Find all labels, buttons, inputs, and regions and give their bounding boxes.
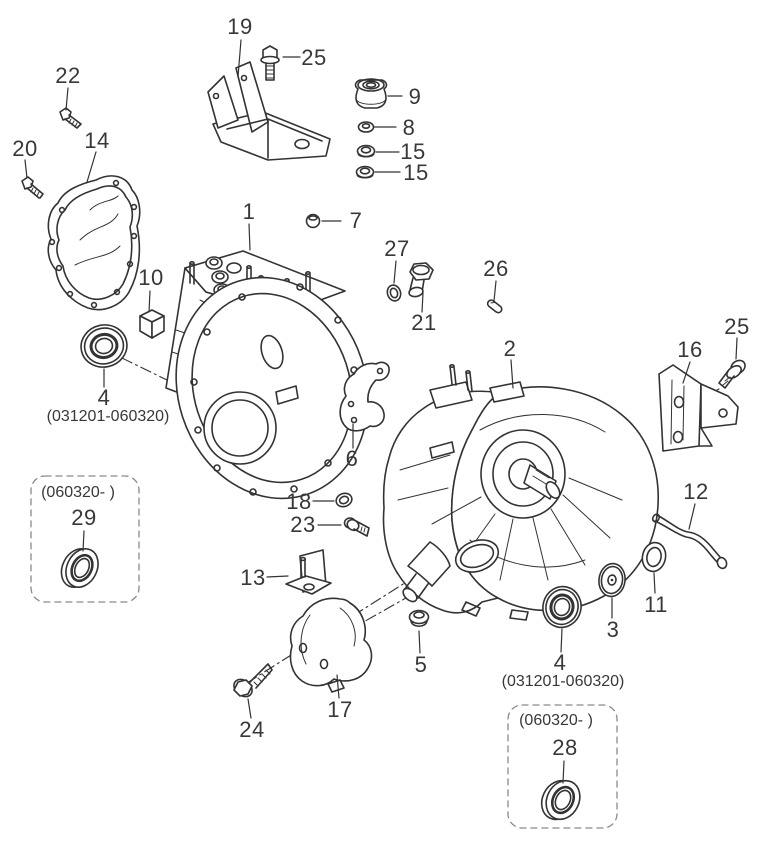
- callout-21[interactable]: 21: [411, 310, 437, 335]
- callout-27[interactable]: 27: [384, 236, 410, 261]
- leader-lines: [24, 39, 738, 784]
- part-15-washer-upper: [356, 144, 376, 158]
- callout-8[interactable]: 8: [402, 115, 416, 140]
- callout-10[interactable]: 10: [138, 265, 164, 290]
- callout-22[interactable]: 22: [55, 63, 81, 88]
- callout-11[interactable]: 11: [644, 592, 668, 617]
- part-17-under-cover: [289, 597, 373, 693]
- part-14-transmission-cover: [47, 175, 141, 311]
- bell-fan-lines: [431, 477, 623, 581]
- callout-24[interactable]: 24: [239, 717, 265, 742]
- part-3-thrust-washer: [598, 562, 626, 598]
- part-16-mount-bracket: [658, 364, 739, 452]
- part-29-oil-seal: [60, 548, 99, 588]
- part-15-washer-lower: [355, 165, 375, 179]
- callout-9[interactable]: 9: [408, 84, 422, 109]
- part-23-bolt: [343, 517, 370, 537]
- callout-3[interactable]: 3: [606, 617, 620, 642]
- callout-12[interactable]: 12: [683, 479, 709, 504]
- date-range-left: (031201-060320): [46, 408, 170, 425]
- callout-25-top[interactable]: 25: [301, 45, 327, 70]
- part-6-bracket: [339, 361, 390, 432]
- part-28-oil-seal: [540, 779, 581, 821]
- part-7-plug: [305, 213, 321, 229]
- date-range-right: (031201-060320): [501, 673, 625, 690]
- part-5-plug: [408, 609, 430, 628]
- part-26-pin: [486, 299, 503, 314]
- part-12-oil-pipe: [651, 513, 728, 570]
- part-25-bolt-top: [260, 45, 280, 81]
- callout-7[interactable]: 7: [349, 208, 363, 233]
- callout-20[interactable]: 20: [12, 136, 38, 161]
- inset-bottom-range: (060320- ): [519, 712, 593, 729]
- callout-6[interactable]: 6: [345, 446, 359, 471]
- callout-25-right[interactable]: 25: [724, 314, 750, 339]
- callout-15-lower[interactable]: 15: [403, 160, 429, 185]
- part-20-bolt: [21, 176, 44, 199]
- part-4-oil-seal-left: [80, 324, 128, 368]
- part-2-clutch-housing: [382, 363, 659, 621]
- part-13-bracket: [285, 549, 332, 595]
- part-25-bolt-right: [718, 359, 746, 389]
- callout-15-upper[interactable]: 15: [400, 139, 426, 164]
- callout-19[interactable]: 19: [227, 14, 253, 39]
- callout-14[interactable]: 14: [84, 128, 110, 153]
- callout-1[interactable]: 1: [242, 199, 256, 224]
- part-18-o-ring: [335, 492, 353, 508]
- part-27-gasket-ring: [386, 284, 402, 302]
- callout-17[interactable]: 17: [327, 697, 353, 722]
- part-8-nut: [357, 121, 375, 133]
- part-4-oil-seal-right: [542, 585, 582, 629]
- part-19-engine-mount-bracket: [207, 61, 331, 161]
- part-11-ring: [641, 541, 667, 573]
- part-22-bolt: [59, 107, 82, 129]
- callout-2[interactable]: 2: [503, 336, 517, 361]
- inset-left-range: (060320- ): [41, 484, 115, 501]
- callout-26[interactable]: 26: [483, 256, 509, 281]
- part-21-drain-plug: [408, 262, 434, 298]
- callout-16[interactable]: 16: [677, 337, 703, 362]
- callout-28[interactable]: 28: [552, 735, 578, 760]
- part-9-breather-cap: [354, 78, 388, 109]
- callout-18[interactable]: 18: [286, 489, 312, 514]
- callout-23[interactable]: 23: [290, 512, 316, 537]
- callout-29[interactable]: 29: [71, 505, 97, 530]
- part-10-magnet: [139, 309, 165, 339]
- callout-13[interactable]: 13: [240, 565, 266, 590]
- callout-4-right[interactable]: 4: [553, 650, 567, 675]
- part-24-bolt: [233, 663, 273, 698]
- callout-4-left[interactable]: 4: [97, 385, 111, 410]
- part-1-transaxle-case: [165, 250, 369, 500]
- callout-5[interactable]: 5: [414, 652, 428, 677]
